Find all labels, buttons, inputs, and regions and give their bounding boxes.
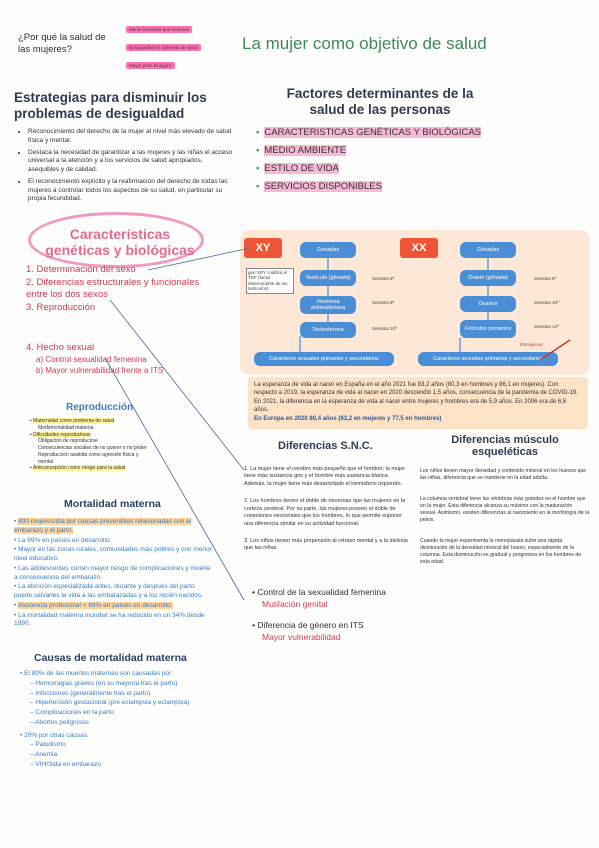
causas-title: Causas de mortalidad materna — [34, 652, 187, 664]
snc-item: 1. La mujer tiene el cerebro más pequeño… — [244, 466, 406, 487]
control-a1: Mutilación genital — [262, 599, 328, 610]
snc-list: 1. La mujer tiene el cerebro más pequeño… — [244, 466, 410, 553]
repro-item: Anticoncepción como riesgo para la salud — [32, 465, 126, 472]
causas-list: • El 80% de las muertes maternas son cau… — [20, 670, 190, 768]
mortalidad-item: Asistencia profesional < 68% en países e… — [17, 601, 173, 609]
mortalidad-item: Mayor en las zonas rurales, comunidades … — [14, 546, 212, 563]
week-label: Semana 14ª — [534, 324, 559, 329]
causas-intro: El 80% de las muertes maternas son causa… — [24, 670, 173, 677]
causa-item: Paludismo — [35, 741, 66, 749]
xy-label: XY — [244, 238, 282, 258]
mortalidad-item: La 99% en países en desarrollo. — [18, 536, 112, 544]
pink-item: Mayor peso biologico — [126, 62, 175, 69]
musculo-item: Cuando la mujer experimenta la menopausi… — [420, 538, 582, 566]
pink-item: Menor bienestar que hombres — [126, 26, 193, 33]
repro-item: Morbimortalidad materna — [38, 424, 94, 431]
repro-item: Consecuencias sociales de no querer o no… — [38, 445, 147, 451]
genetic-item: 3. Reproducción — [26, 301, 96, 313]
repro-item: Maternidad como problema de salud — [33, 418, 115, 424]
xx-bottom-box: Caracteres sexuales primarios y secundar… — [418, 352, 558, 366]
causa-item: VIH/Sida en embarazo — [35, 760, 101, 768]
strategies-title: Estrategias para disminuir los problemas… — [14, 90, 207, 122]
reproduccion-list: ▪ Maternidad como problema de salud Morb… — [30, 418, 150, 472]
xx-box: Gónadas — [460, 242, 516, 258]
pink-list: Menor bienestar que hombres Desigualdad … — [126, 26, 201, 80]
strategies-list: Reconocimiento del derecho de la mujer a… — [16, 128, 234, 207]
factor-item: CARACTERISTICAS GENÉTICAS Y BIOLÓGICAS — [264, 127, 481, 138]
week-label: Semana 8ª — [372, 300, 395, 305]
week-label: Semana 10ª — [534, 300, 559, 305]
snc-title: Diferencias S.N.C. — [278, 440, 373, 452]
genetic-title: Características genéticas y biológicas — [45, 226, 195, 259]
genetic-subitem: a) Control sexualidad femenina — [36, 354, 147, 364]
xx-box: Ovarios — [460, 296, 516, 312]
causa-item: Anemia — [35, 751, 58, 759]
mortalidad-item: Las adolescentes corren mayor riesgo de … — [14, 564, 211, 581]
repro-item: Obligación de reproducirse — [38, 438, 98, 445]
snc-item: 3. Los niños tienen más propensión al re… — [244, 537, 408, 552]
musculo-list: Los niños tienen mayor densidad y conten… — [420, 468, 590, 566]
factor-item: SERVICIOS DISPONIBLES — [264, 181, 382, 193]
mortalidad-list: • 800 mujeres/día por causas prevenibles… — [14, 518, 212, 628]
snc-item: 2. Los hombres tienen el doble de neuron… — [244, 498, 406, 527]
title-ring-decoration — [28, 212, 204, 268]
xy-bottom-box: Caracteres sexuales primarios y secundar… — [254, 352, 394, 366]
factor-item: ESTILO DE VIDA — [264, 163, 339, 175]
question-title: ¿Por qué la salud de las mujeres? — [18, 32, 106, 55]
causa-item: Abortos peligrosos — [35, 718, 89, 726]
musculo-item: Los niños tienen mayor densidad y conten… — [420, 468, 587, 482]
xx-box: Ovario (gónada) — [460, 270, 516, 286]
strategy-item: Destaca la necesidad de garantizar a las… — [28, 149, 234, 175]
pink-item: Desigualdad en sistemas de salud — [126, 44, 201, 51]
factors-list: ▪CARACTERISTICAS GENÉTICAS Y BIOLÓGICAS … — [256, 127, 481, 193]
mortalidad-item: La mortalidad materna mundial se ha redu… — [14, 611, 205, 628]
genetic-subitem: b) Mayor vulnerabilidad frente a ITS — [36, 365, 164, 375]
mortalidad-item: 800 mujeres/día por causas prevenibles r… — [14, 518, 192, 534]
xy-box: Testículo (gónada) — [300, 270, 356, 286]
genetic-item: 2. Diferencias estructurales y funcional… — [26, 276, 200, 300]
week-label: Semana 10ª — [372, 326, 397, 331]
life-expectancy-panel: La esperanza de vida al nacer en España … — [248, 377, 588, 429]
xy-box: Testosterona — [300, 322, 356, 338]
factors-title: Factores determinantes de la salud de la… — [286, 86, 474, 118]
sry-note: gen SRY codifica el TDF (factor determin… — [246, 268, 294, 294]
xx-box: Folículos primarios — [460, 320, 516, 338]
repro-item: Reproducción asistida como agresión físi… — [38, 451, 139, 465]
musculo-title: Diferencias músculo esqueléticas — [451, 434, 559, 458]
strategy-item: El reconocimiento explícito y la reafirm… — [28, 178, 234, 204]
page-title: La mujer como objetivo de salud — [242, 34, 487, 53]
causa-item: Infecciones (generalmente tras el parto) — [35, 689, 151, 697]
mortalidad-item: La atención especializada antes, durante… — [14, 583, 203, 600]
control-section: • Control de la sexualidad femenina Muti… — [252, 587, 386, 642]
xx-label: XX — [400, 238, 438, 258]
life-text: La esperanza de vida al nacer en España … — [254, 382, 578, 414]
causas-intro20: 20% por otras causas: — [24, 731, 89, 739]
hecho-sexual: 4. Hecho sexual a) Control sexualidad fe… — [26, 342, 163, 377]
control-b1: Mayor vulnerabilidad — [262, 631, 341, 642]
control-a: Control de la sexualidad femenina — [257, 587, 386, 597]
life-europe: En Europa en 2020 80,4 años (83,2 en muj… — [254, 415, 442, 422]
reproduccion-title: Reproducción — [66, 402, 134, 413]
causa-item: Complicaciones en la parto — [35, 709, 114, 717]
xy-box: Hormona antimulleriana — [300, 296, 356, 314]
repro-item: Dificultades reproductivas — [33, 431, 91, 438]
control-b: Diferencia de género en ITS — [257, 619, 364, 630]
xy-box: Gonadas — [300, 242, 356, 258]
genetic-list: 1. Determinación del sexo 2. Diferencias… — [26, 264, 216, 315]
genetic-item: 4. Hecho sexual — [26, 342, 95, 353]
causa-item: Hemorragias graves (en su mayoría tras e… — [35, 679, 178, 687]
musculo-item: La columna vertebral tiene las vértebras… — [420, 496, 590, 524]
mortalidad-title: Mortalidad materna — [64, 498, 161, 510]
estrogen-label: Estrógenos — [520, 342, 543, 347]
week-label: Semana 6ª — [372, 276, 395, 281]
diagram-arrows — [299, 258, 571, 361]
genetic-item: 1. Determinación del sexo — [26, 264, 136, 275]
causa-item: Hipertensión gestacional (pre eclampsia … — [35, 699, 190, 707]
week-label: Semana 6ª — [534, 276, 557, 281]
factor-item: MEDIO AMBIENTE — [264, 145, 347, 157]
strategy-item: Reconocimiento del derecho de la mujer a… — [28, 128, 234, 146]
